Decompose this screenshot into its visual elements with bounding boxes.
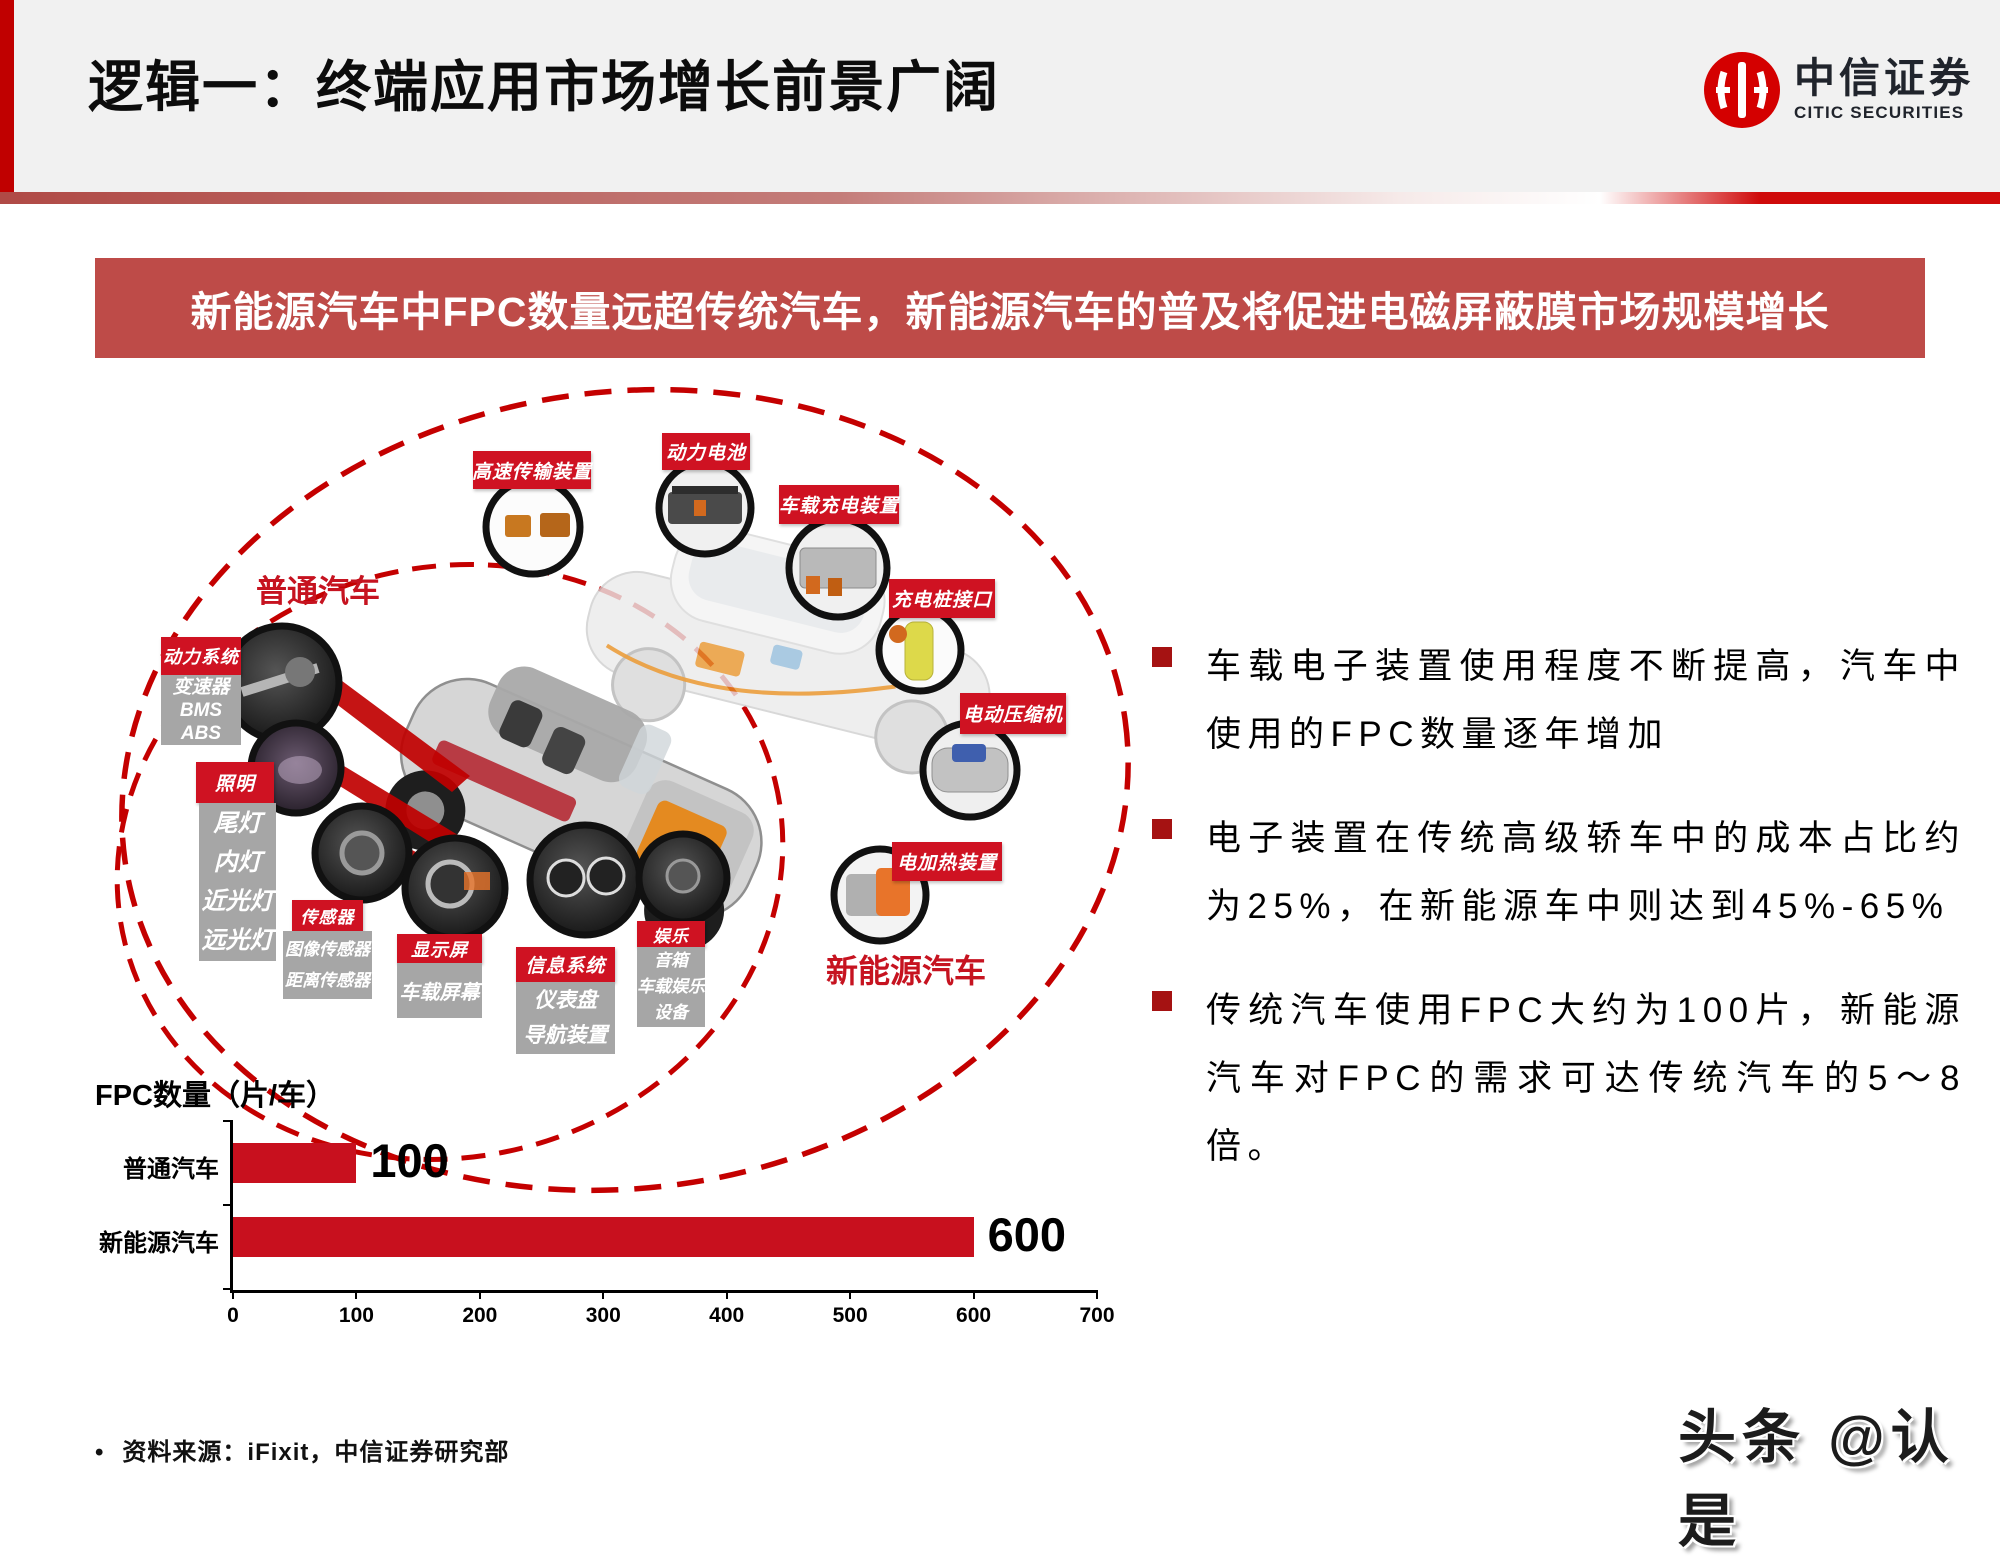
bullet-square-icon (1152, 819, 1172, 839)
x-axis-tick (1096, 1290, 1098, 1299)
y-axis-tick (223, 1204, 233, 1206)
component-tag-charging-port: 充电桩接口 (889, 579, 995, 618)
component-photo-entertainment (635, 830, 731, 926)
x-axis-tick (725, 1290, 728, 1299)
bullet-text: 车载电子装置使用程度不断提高，汽车中使用的FPC数量逐年增加 (1206, 647, 1966, 754)
regular-car-illustration (385, 666, 763, 951)
bullet-text: 电子装置在传统高级轿车中的成本占比约为25%，在新能源车中则达到45%-65% (1206, 819, 1966, 926)
ev-car-illustration (585, 526, 991, 775)
bar-value-label: 600 (987, 1208, 1066, 1261)
component-tag-infotainment: 信息系统 (516, 947, 615, 982)
component-photo-display (401, 834, 509, 942)
footer-bullet: • (95, 1439, 105, 1466)
chart-bar (233, 1143, 357, 1183)
logo-name-en: CITIC SECURITIES (1794, 103, 1965, 123)
bullet-square-icon (1152, 991, 1172, 1011)
component-photo-infotainment (526, 821, 644, 939)
citic-logo-icon (1704, 52, 1780, 128)
component-photo-sensor (311, 802, 413, 904)
component-photo-onboard-charger (785, 515, 891, 621)
component-tag-onboard-charger: 车载充电装置 (779, 485, 899, 524)
component-tag-entertainment: 娱乐 (637, 921, 705, 947)
component-tag-display: 显示屏 (397, 934, 482, 963)
x-axis-tick-label: 700 (1079, 1304, 1115, 1327)
page-title: 逻辑一：终端应用市场增长前景广阔 (88, 56, 1001, 118)
x-axis-tick-label: 400 (709, 1304, 745, 1327)
header-divider-line (0, 192, 2000, 204)
component-photo-high-speed-transmission (482, 476, 584, 578)
headline-banner: 新能源汽车中FPC数量远超传统汽车，新能源汽车的普及将促进电磁屏蔽膜市场规模增长 (95, 258, 1925, 358)
x-axis-tick-label: 500 (832, 1304, 868, 1327)
component-items-infotainment: 仪表盘 导航装置 (516, 982, 615, 1054)
chart-bar (233, 1217, 974, 1257)
x-axis-tick-label: 200 (462, 1304, 498, 1327)
citic-logo: 中信证券 CITIC SECURITIES (1702, 50, 1974, 130)
list-item: 传统汽车使用FPC大约为100片，新能源汽车对FPC的需求可达传统汽车的5～8倍… (1152, 977, 1982, 1181)
bullet-text: 传统汽车使用FPC大约为100片，新能源汽车对FPC的需求可达传统汽车的5～8倍… (1206, 991, 1966, 1166)
component-items-display: 车载屏幕 (397, 963, 482, 1018)
y-axis-tick (223, 1288, 233, 1290)
chart-title: FPC数量（片/车） (95, 1080, 336, 1112)
component-tag-electric-compressor: 电动压缩机 (960, 693, 1066, 734)
x-axis-tick-label: 100 (338, 1304, 374, 1327)
x-axis-tick (232, 1290, 234, 1299)
list-item: 车载电子装置使用程度不断提高，汽车中使用的FPC数量逐年增加 (1152, 633, 1982, 769)
x-axis-tick-label: 600 (956, 1304, 992, 1327)
component-tag-electric-heater: 电加热装置 (892, 842, 1002, 881)
component-items-powertrain: 变速器 BMS ABS (161, 675, 241, 745)
headline-banner-text: 新能源汽车中FPC数量远超传统汽车，新能源汽车的普及将促进电磁屏蔽膜市场规模增长 (190, 289, 1830, 335)
component-items-entertainment: 音箱 车载娱乐 设备 (637, 947, 705, 1027)
connector-wedge (330, 766, 476, 862)
component-photo-powertrain (221, 622, 343, 744)
x-axis-tick (972, 1290, 975, 1299)
component-tag-high-speed-transmission: 高速传输装置 (472, 451, 591, 489)
toutiao-watermark: 头条 @认是 (1678, 1405, 1955, 1554)
list-item: 电子装置在传统高级轿车中的成本占比约为25%，在新能源车中则达到45%-65% (1152, 805, 1982, 941)
component-tag-sensor: 传感器 (292, 900, 363, 931)
bar-category-label: 普通汽车 (123, 1156, 219, 1183)
key-points-list: 车载电子装置使用程度不断提高，汽车中使用的FPC数量逐年增加 电子装置在传统高级… (1152, 633, 1982, 1217)
component-tag-powertrain: 动力系统 (161, 637, 241, 675)
source-text: 资料来源：iFixit，中信证券研究部 (122, 1439, 510, 1466)
y-axis-tick (223, 1120, 233, 1122)
component-photo-power-battery (655, 458, 755, 558)
bullet-square-icon (1152, 647, 1172, 667)
fpc-chart-plot: 100 普通汽车 600 新能源汽车 0 100 200 300 400 500 600 700 (99, 1120, 1115, 1327)
new-energy-vehicle-group-label: 新能源汽车 (826, 953, 987, 989)
component-items-lighting: 尾灯 内灯 近光灯 远光灯 (199, 803, 276, 961)
source-note: • 资料来源：iFixit，中信证券研究部 (95, 1432, 509, 1467)
component-items-sensor: 图像传感器 距离传感器 (283, 931, 372, 999)
x-axis-tick-label: 0 (227, 1304, 239, 1327)
x-axis-tick (478, 1290, 481, 1299)
x-axis-tick (602, 1290, 605, 1299)
header-accent-strip (0, 0, 14, 192)
logo-name-cn: 中信证券 (1794, 54, 1974, 101)
component-photo-electric-compressor (919, 719, 1021, 821)
regular-vehicle-group-label: 普通汽车 (256, 574, 380, 609)
connector-wedge (318, 672, 470, 792)
logo-text: 中信证券 CITIC SECURITIES (1794, 54, 1974, 123)
x-axis-tick (849, 1290, 852, 1299)
slide-header: 逻辑一：终端应用市场增长前景广阔 中信证券 CITIC SECURITIES (0, 0, 2000, 192)
component-tag-lighting: 照明 (196, 762, 274, 803)
component-photo-charging-port (875, 605, 965, 695)
bar-category-label: 新能源汽车 (99, 1230, 219, 1257)
connector-wedge (395, 848, 508, 914)
x-axis-tick (355, 1290, 358, 1299)
bar-value-label: 100 (370, 1134, 449, 1187)
component-tag-power-battery: 动力电池 (662, 433, 750, 470)
x-axis-tick-label: 300 (585, 1304, 621, 1327)
